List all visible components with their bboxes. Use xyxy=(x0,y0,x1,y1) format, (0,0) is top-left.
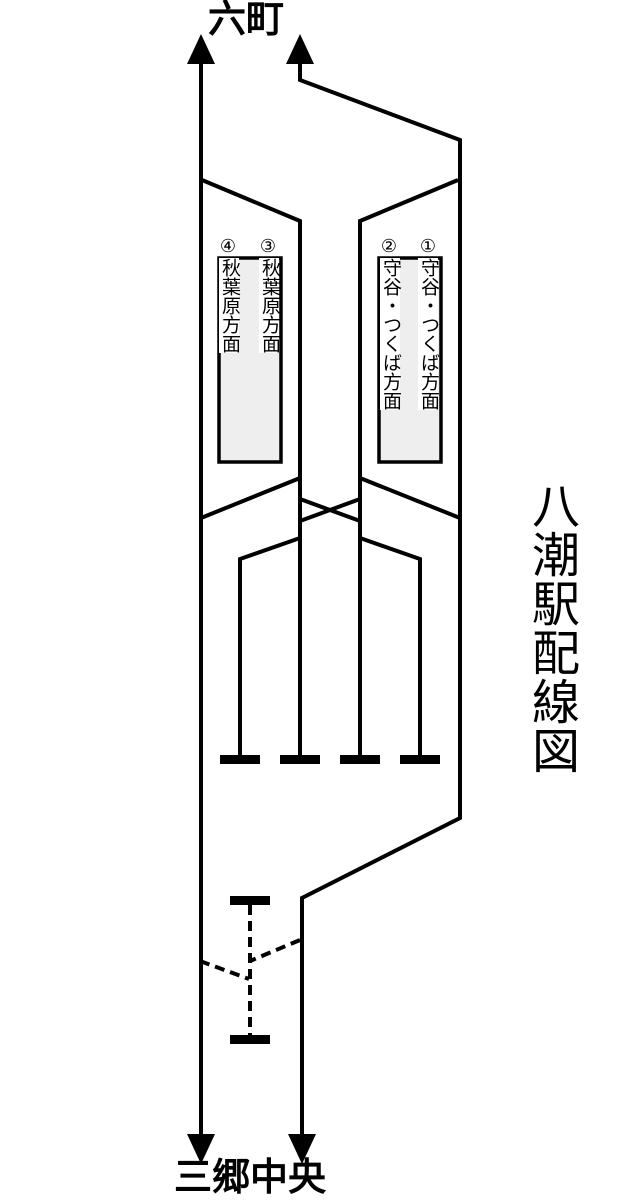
switch-merge-right xyxy=(359,476,461,520)
arrow-down-right-icon xyxy=(288,1134,316,1164)
direction-label-track-2: 守谷・つくば方面 xyxy=(380,258,401,410)
platform-number-4: ④ xyxy=(219,236,237,256)
buffer-stop-track-c xyxy=(340,755,380,764)
siding-switch-dashed-left xyxy=(199,959,250,981)
switch-merge-left xyxy=(200,476,301,520)
buffer-stop-siding-bottom xyxy=(230,1035,270,1044)
direction-label-track-3: 秋葉原方面 xyxy=(259,258,280,353)
buffer-stop-siding-top xyxy=(230,896,270,905)
platform-number-3: ③ xyxy=(259,236,277,256)
track-inner-left xyxy=(201,178,302,755)
direction-label-track-1: 守谷・つくば方面 xyxy=(418,258,439,410)
direction-label-track-4: 秋葉原方面 xyxy=(219,258,240,353)
diagram-title: 八潮駅配線図 xyxy=(524,481,577,775)
siding-switch-dashed-right xyxy=(249,938,301,963)
crossover-line-b xyxy=(299,497,361,523)
station-label-bottom: 三郷中央 xyxy=(173,1157,326,1199)
track-inner-right xyxy=(358,178,459,755)
arrow-up-left-icon xyxy=(187,34,215,64)
buffer-stop-track-a xyxy=(220,755,260,764)
platform-number-2: ② xyxy=(380,236,398,256)
buffer-stop-track-d xyxy=(400,755,440,764)
track-stub-outer-left xyxy=(238,536,301,755)
arrow-down-left-icon xyxy=(187,1134,215,1164)
platform-number-1: ① xyxy=(419,236,437,256)
arrow-up-right-icon xyxy=(286,34,314,64)
station-label-top: 六町 xyxy=(207,0,284,41)
buffer-stop-track-b xyxy=(280,755,320,764)
track-main-right xyxy=(298,56,462,1140)
track-stub-outer-right xyxy=(359,536,422,755)
